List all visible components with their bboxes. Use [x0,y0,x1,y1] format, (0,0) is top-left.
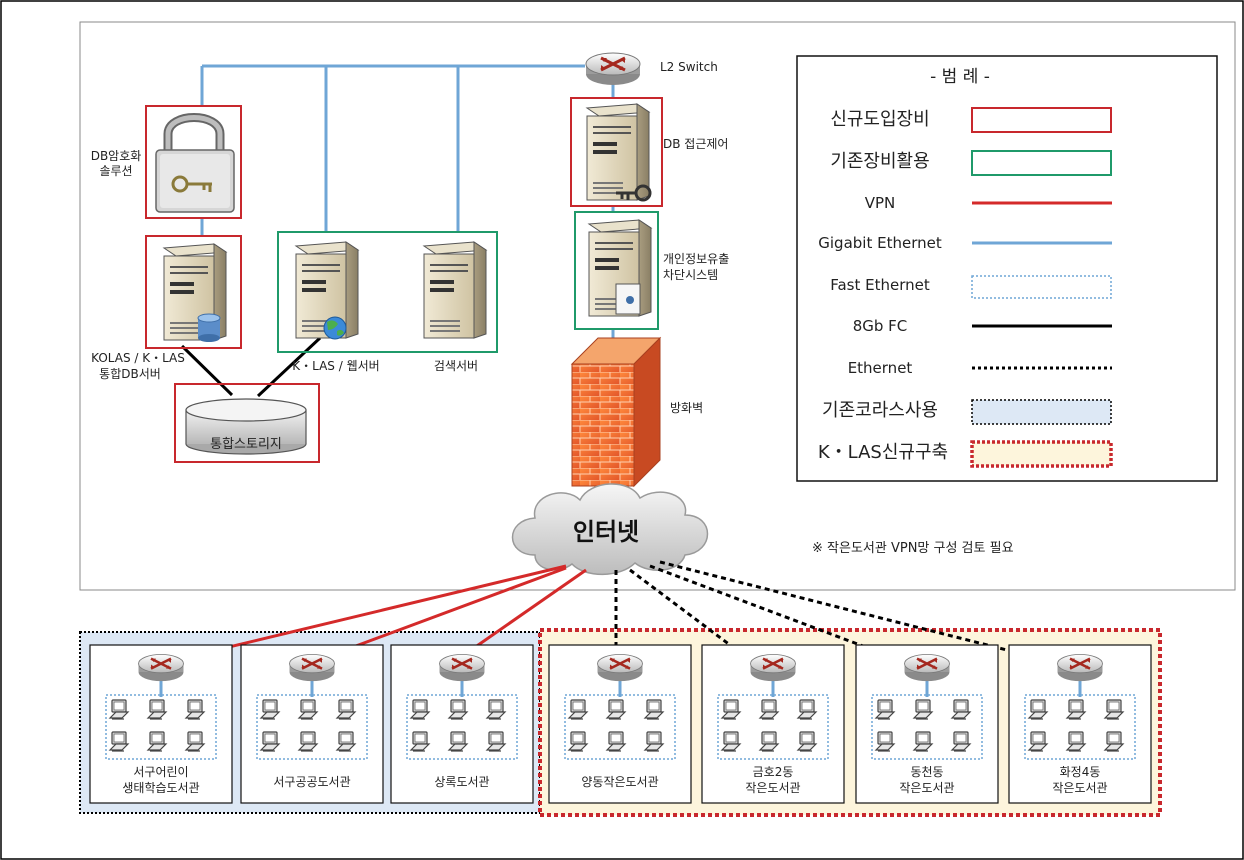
library-name-line2: 작은도서관 [745,781,800,795]
legend-swatch-existing-kolas [971,399,1112,425]
l2-switch-icon [584,51,642,87]
lan-segment [256,694,368,760]
storage-box [174,383,320,463]
legend-label-fast-ethernet: Fast Ethernet [830,276,930,294]
l2-switch-label: L2 Switch [660,60,718,74]
search-server-label: 검색서버 [434,359,478,373]
database-icon [197,313,221,342]
legend-label-existing-kolas: 기존코라스사용 [822,400,938,421]
legend-label-ethernet: Ethernet [848,359,913,377]
library-name-line1: 화정4동 [1060,765,1101,779]
legend-label-vpn: VPN [865,194,896,212]
router-icon [288,653,336,683]
library-name-line2: 작은도서관 [1052,781,1107,795]
privacy-label-1: 개인정보유출 [663,252,729,266]
privacy-system-box [574,211,659,330]
library-name-line1: 금호2동 [753,765,794,779]
legend-swatch-klas-new [970,440,1113,468]
key-icon [616,184,652,202]
lan-segment [564,694,676,760]
db-encryption-label-2: 솔루션 [99,164,132,178]
legend-label-gigabit: Gigabit Ethernet [818,234,942,252]
lan-segment [1024,694,1136,760]
library-name-line2: 생태학습도서관 [122,781,199,795]
router-icon [903,653,951,683]
kolas-db-box [145,235,242,349]
library-name-line1: 서구어린이 [133,765,188,779]
vpn-review-note: ※ 작은도서관 VPN망 구성 검토 필요 [812,541,1014,556]
firewall-label: 방화벽 [670,401,703,415]
branch-library: 상록도서관 [390,644,534,804]
db-encryption-label-1: DB암호화 [91,149,142,163]
certificate-icon [615,283,641,315]
legend-label-klas-new: K・LAS신규구축 [818,442,948,463]
internet-label: 인터넷 [573,518,639,546]
db-encryption-box [145,105,242,219]
search-server-icon [423,241,487,339]
existing-servers-box [277,231,498,353]
library-name-line1: 서구공공도서관 [273,775,350,789]
router-icon [749,653,797,683]
fc-links [180,336,322,398]
library-name-line1: 양동작은도서관 [581,775,658,789]
legend-label-new: 신규도입장비 [830,109,929,130]
lan-segment [871,694,983,760]
lock-icon [155,113,235,213]
legend-title: - 범 례 - [930,67,990,87]
library-name-line1: 동천동 [910,764,943,779]
legend-swatch-fast-ethernet [971,275,1112,299]
router-icon [1056,653,1104,683]
legend-swatch-new [971,107,1112,133]
kolas-label-2: 통합DB서버 [99,367,161,381]
globe-icon [323,316,347,340]
web-server-label: K・LAS / 웹서버 [292,359,379,373]
lan-segment [406,694,518,760]
legend-label-fc: 8Gb FC [853,317,908,335]
router-icon [596,653,644,683]
legend-label-existing: 기존장비활용 [830,151,929,172]
storage-icon [185,398,307,455]
lan-segment [105,694,217,760]
router-icon [137,653,185,683]
kolas-label-1: KOLAS / K・LAS [91,351,185,365]
lan-segment [717,694,829,760]
library-name-line1: 상록도서관 [434,775,489,789]
internet-cloud-icon [511,483,709,576]
firewall-icon [570,336,662,488]
library-name-line2: 작은도서관 [899,781,954,795]
router-icon [438,653,486,683]
legend-swatch-existing [971,150,1112,176]
storage-label: 통합스토리지 [210,437,282,452]
privacy-label-2: 차단시스템 [663,268,718,282]
branch-library: 양동작은도서관 [548,644,692,804]
db-access-box [570,97,663,207]
db-access-label: DB 접근제어 [663,137,728,151]
branch-library: 서구공공도서관 [240,644,384,804]
